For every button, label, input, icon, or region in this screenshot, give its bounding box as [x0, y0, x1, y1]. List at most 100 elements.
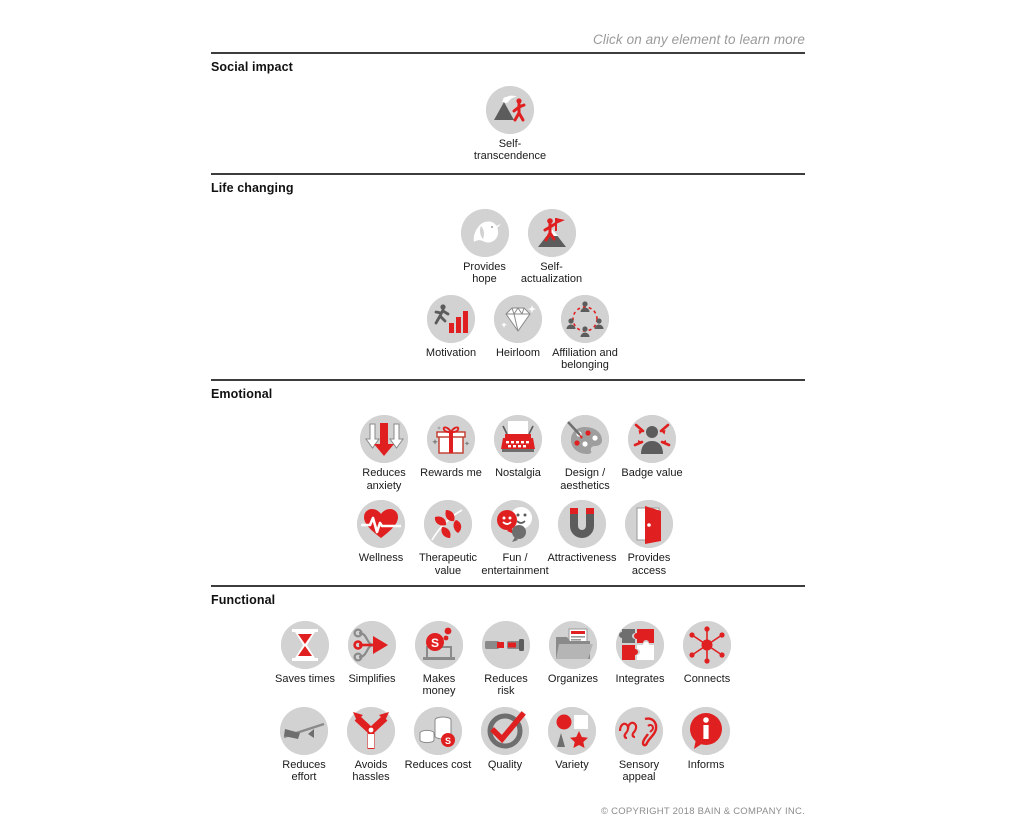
element-label: Provides access: [627, 552, 671, 577]
element-design-aesthetics[interactable]: Design / aesthetics: [552, 415, 619, 492]
element-label: Reduces risk: [484, 673, 528, 698]
element-label: Attractiveness: [547, 552, 617, 565]
element-organizes[interactable]: Organizes: [540, 621, 607, 685]
element-heirloom[interactable]: Heirloom: [485, 294, 552, 359]
element-fun-entertainment[interactable]: Fun / entertainment: [481, 500, 549, 577]
element-label: Informs: [687, 758, 725, 771]
element-label: Connects: [683, 673, 731, 686]
magnet-icon: [558, 500, 606, 549]
gift-icon: [427, 415, 475, 464]
element-row: Wellness Therapeutic value: [218, 500, 812, 577]
element-row: Provides hope Self-: [221, 208, 815, 286]
section-title-social-impact: Social impact: [211, 60, 293, 74]
fork-road-icon: [347, 706, 395, 755]
element-self-transcendence[interactable]: Self- transcendence: [473, 86, 547, 163]
element-label: Avoids hassles: [352, 758, 390, 784]
svg-text:S: S: [445, 736, 451, 746]
element-label: Makes money: [422, 673, 456, 698]
element-affiliation-and-belonging[interactable]: Affiliation and belonging: [552, 294, 619, 372]
element-badge-value[interactable]: Badge value: [619, 415, 686, 479]
folder-icon: [549, 621, 597, 670]
element-label: Affiliation and belonging: [552, 346, 618, 372]
element-sensory-appeal[interactable]: Sensory appeal: [606, 706, 673, 784]
element-provides-hope[interactable]: Provides hope: [451, 208, 518, 286]
element-row: Reduces anxiety: [221, 415, 815, 492]
smiley-chat-icon: [491, 500, 539, 549]
element-label: Reduces anxiety: [362, 467, 406, 492]
hourglass-icon: [281, 621, 329, 670]
typewriter-icon: [494, 415, 542, 464]
element-reduces-anxiety[interactable]: Reduces anxiety: [351, 415, 418, 492]
section-functional: Functional Saves times: [211, 585, 805, 784]
element-connects[interactable]: Connects: [674, 621, 741, 685]
section-divider: [211, 379, 805, 382]
svg-text:S: S: [431, 636, 439, 650]
element-provides-access[interactable]: Provides access: [616, 500, 683, 577]
element-reduces-cost[interactable]: S Reduces cost: [405, 706, 472, 771]
element-label: Provides hope: [463, 260, 506, 286]
puzzle-icon: [616, 621, 664, 670]
element-label: Variety: [555, 758, 589, 771]
element-informs[interactable]: Informs: [673, 706, 740, 771]
element-reduces-effort[interactable]: Reduces effort: [271, 706, 338, 784]
element-variety[interactable]: Variety: [539, 706, 606, 771]
section-title-emotional: Emotional: [211, 387, 273, 402]
ear-lips-icon: [615, 706, 663, 755]
heart-pulse-icon: [357, 500, 405, 549]
self-transcendence-icon: [486, 86, 534, 134]
element-label: Integrates: [615, 673, 665, 686]
click-hint: Click on any element to learn more: [593, 32, 805, 47]
element-nostalgia[interactable]: Nostalgia: [485, 415, 552, 479]
badge-person-icon: [628, 415, 676, 464]
element-label: Reduces effort: [282, 758, 326, 784]
element-label: Self- transcendence: [473, 138, 547, 163]
down-arrows-icon: [360, 415, 408, 464]
info-icon: [682, 706, 730, 755]
value-pyramid-page: Click on any element to learn more Socia…: [211, 0, 805, 817]
element-label: Organizes: [547, 673, 599, 686]
element-row: Motivation Heirloom: [221, 294, 815, 372]
element-attractiveness[interactable]: Attractiveness: [547, 500, 617, 565]
coins-icon: S: [414, 706, 462, 755]
element-label: Motivation: [425, 346, 477, 359]
element-avoids-hassles[interactable]: Avoids hassles: [338, 706, 405, 784]
element-rewards-me[interactable]: Rewards me: [418, 415, 485, 479]
copyright-notice: © COPYRIGHT 2018 BAIN & COMPANY INC.: [601, 805, 805, 817]
seatbelt-icon: [482, 621, 530, 670]
section-divider: [211, 585, 805, 588]
palette-icon: [561, 415, 609, 464]
element-reduces-risk[interactable]: Reduces risk: [473, 621, 540, 698]
element-motivation[interactable]: Motivation: [418, 294, 485, 359]
element-label: Therapeutic value: [418, 552, 478, 577]
element-label: Heirloom: [495, 346, 540, 359]
element-therapeutic-value[interactable]: Therapeutic value: [415, 500, 482, 577]
element-self-actualization[interactable]: Self- actualization: [518, 208, 585, 286]
element-label: Simplifies: [348, 673, 396, 686]
diamond-icon: [494, 294, 542, 343]
element-simplifies[interactable]: Simplifies: [339, 621, 406, 685]
section-title-life-changing: Life changing: [211, 180, 294, 195]
laptop-coins-icon: S: [415, 621, 463, 670]
lever-icon: [280, 706, 328, 755]
element-label: Self- actualization: [520, 260, 583, 286]
element-makes-money[interactable]: S Makes money: [406, 621, 473, 698]
network-icon: [683, 621, 731, 670]
element-wellness[interactable]: Wellness: [348, 500, 415, 564]
summit-flag-icon: [527, 208, 576, 257]
element-quality[interactable]: Quality: [472, 706, 539, 771]
element-label: Nostalgia: [495, 467, 541, 480]
section-title-functional: Functional: [211, 593, 276, 608]
people-circle-icon: [561, 294, 609, 343]
dove-icon: [460, 208, 509, 257]
check-circle-icon: [481, 706, 529, 755]
element-label: Design / aesthetics: [560, 467, 610, 492]
shapes-icon: [548, 706, 596, 755]
section-divider: [211, 52, 805, 54]
open-door-icon: [625, 500, 673, 549]
element-saves-times[interactable]: Saves times: [272, 621, 339, 685]
element-label: Badge value: [621, 467, 683, 480]
element-label: Sensory appeal: [618, 758, 660, 784]
element-row: Saves times: [209, 621, 803, 698]
element-integrates[interactable]: Integrates: [607, 621, 674, 685]
element-label: Quality: [487, 758, 523, 771]
